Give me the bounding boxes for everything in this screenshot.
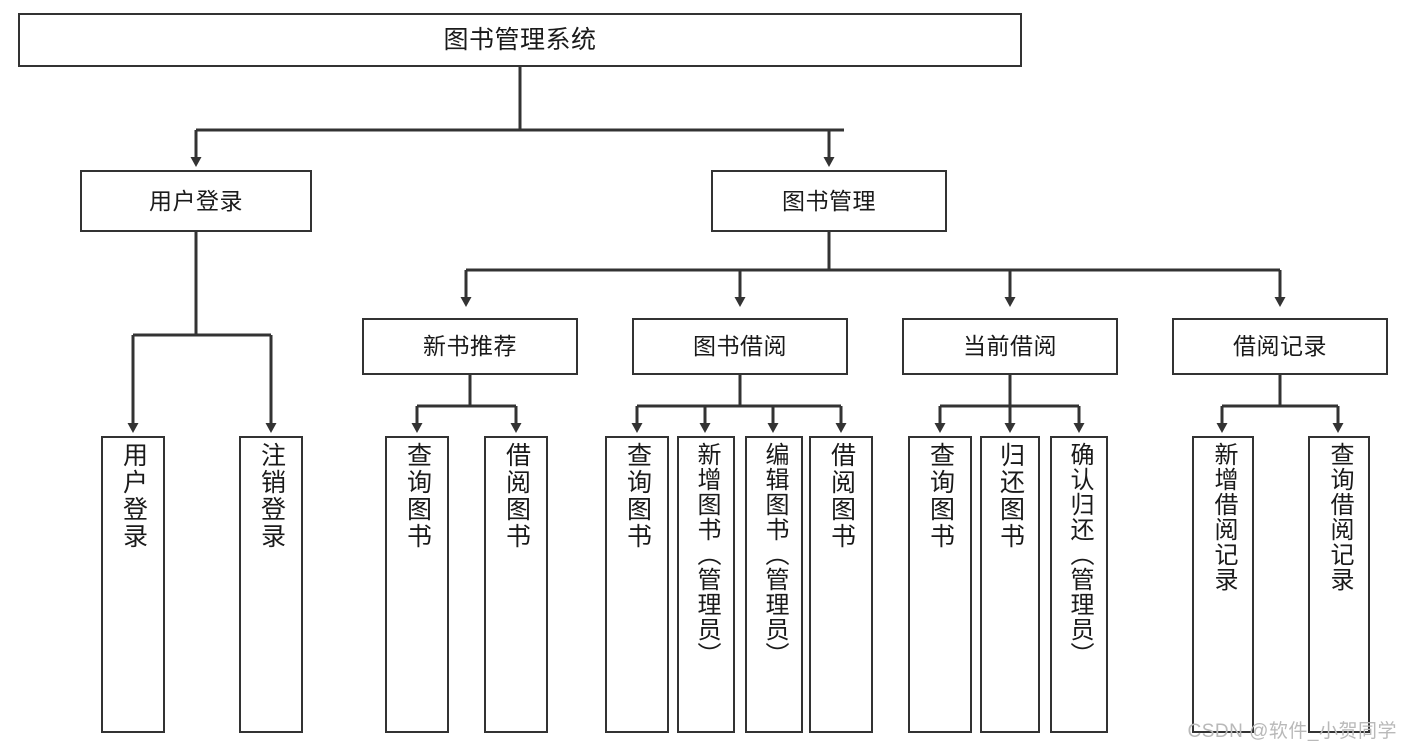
- node-label: 新增图书（管理员）: [693, 442, 720, 667]
- node-label: 图书管理: [782, 187, 876, 214]
- node-label: 图书管理系统: [443, 25, 597, 54]
- node-current-borrow[interactable]: 当前借阅: [902, 318, 1118, 375]
- node-label: 借阅图书: [502, 442, 531, 550]
- node-borrow-record[interactable]: 借阅记录: [1172, 318, 1388, 375]
- node-label: 当前借阅: [963, 333, 1057, 360]
- node-leaf-confirm-return[interactable]: 确认归还（管理员）: [1050, 436, 1108, 733]
- node-leaf-borrow-book-2[interactable]: 借阅图书: [809, 436, 873, 733]
- node-leaf-borrow-book-1[interactable]: 借阅图书: [484, 436, 548, 733]
- node-label: 归还图书: [996, 442, 1025, 550]
- node-label: 注销登录: [257, 442, 286, 550]
- node-label: 新增借阅记录: [1210, 442, 1237, 592]
- node-label: 图书借阅: [693, 333, 787, 360]
- node-book-management-system[interactable]: 图书管理系统: [18, 13, 1022, 67]
- node-leaf-add-book[interactable]: 新增图书（管理员）: [677, 436, 735, 733]
- node-leaf-query-book-2[interactable]: 查询图书: [605, 436, 669, 733]
- node-label: 查询图书: [623, 442, 652, 550]
- node-leaf-query-book-1[interactable]: 查询图书: [385, 436, 449, 733]
- node-leaf-add-record[interactable]: 新增借阅记录: [1192, 436, 1254, 733]
- node-leaf-return-book[interactable]: 归还图书: [980, 436, 1040, 733]
- node-label: 查询图书: [926, 442, 955, 550]
- node-label: 新书推荐: [423, 333, 517, 360]
- node-leaf-user-logout[interactable]: 注销登录: [239, 436, 303, 733]
- node-leaf-query-book-3[interactable]: 查询图书: [908, 436, 972, 733]
- node-leaf-edit-book[interactable]: 编辑图书（管理员）: [745, 436, 803, 733]
- node-label: 用户登录: [149, 187, 243, 214]
- node-user-login[interactable]: 用户登录: [80, 170, 312, 232]
- node-label: 确认归还（管理员）: [1066, 442, 1093, 667]
- node-book-manage[interactable]: 图书管理: [711, 170, 947, 232]
- watermark: CSDN @软件_小贺同学: [1187, 721, 1397, 742]
- node-label: 查询借阅记录: [1326, 442, 1353, 592]
- node-label: 用户登录: [119, 442, 148, 550]
- node-label: 借阅图书: [827, 442, 856, 550]
- node-label: 查询图书: [403, 442, 432, 550]
- node-leaf-query-record[interactable]: 查询借阅记录: [1308, 436, 1370, 733]
- node-book-borrow[interactable]: 图书借阅: [632, 318, 848, 375]
- node-new-book-recommend[interactable]: 新书推荐: [362, 318, 578, 375]
- node-leaf-user-login[interactable]: 用户登录: [101, 436, 165, 733]
- node-label: 编辑图书（管理员）: [761, 442, 788, 667]
- node-label: 借阅记录: [1233, 333, 1327, 360]
